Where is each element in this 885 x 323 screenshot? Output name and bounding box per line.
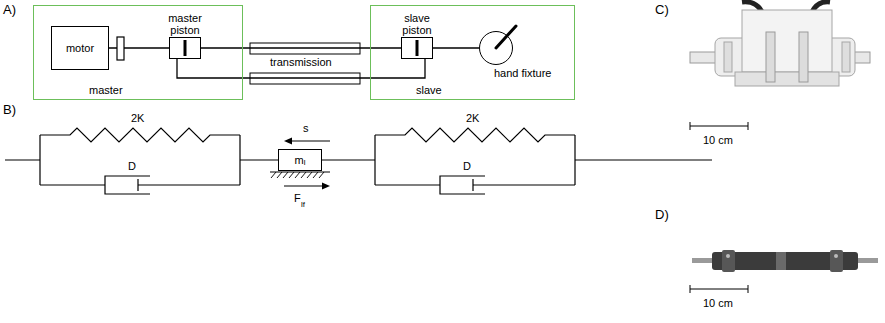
base-plate [735, 72, 839, 86]
module-label: master [89, 84, 123, 96]
cylinder-photo [692, 250, 878, 272]
arrow-head [322, 183, 330, 190]
piston-cylinder: master piston [169, 37, 201, 59]
mount-plate [742, 10, 832, 72]
lead-line [5, 159, 40, 160]
end-cap [830, 250, 843, 272]
module-label: slave [416, 84, 442, 96]
part-label: hand fixture [494, 67, 551, 79]
scale-bar [690, 285, 748, 293]
stiffness-label: 2K [131, 112, 144, 125]
piston-plate [416, 40, 419, 56]
transmission-tube [250, 43, 360, 54]
panel-letter: D) [655, 208, 669, 221]
device-photo [690, 2, 870, 86]
transmission-line [433, 47, 479, 48]
seam [776, 252, 786, 270]
piston-cylinder: slave piston [401, 37, 433, 59]
panel-letter: B) [3, 103, 16, 116]
scale-label: 10 cm [703, 134, 733, 147]
force-arrow [284, 185, 324, 186]
damping-label: D [128, 160, 136, 173]
spring-symbol [40, 128, 240, 142]
hand-fixture-wheel: hand fixture [479, 31, 513, 65]
displacement-label: s [303, 122, 309, 135]
motor-box: motor [51, 26, 109, 70]
load-mass-box: ml [278, 149, 322, 171]
master-module-frame: master motor master piston [33, 5, 243, 100]
ground-hatching [271, 172, 324, 178]
flange [842, 42, 850, 72]
part-label: master piston [161, 12, 209, 36]
flange [766, 32, 775, 82]
transmission-line [201, 47, 401, 48]
panel-letter: A) [3, 3, 16, 16]
fixture-handle [480, 32, 512, 64]
spring-symbol [375, 128, 575, 142]
bracket-line [40, 135, 240, 185]
end-cap [722, 250, 735, 272]
damper-symbol [40, 176, 240, 194]
scale-bar [690, 122, 748, 130]
flange [799, 32, 808, 82]
damping-label: D [463, 160, 471, 173]
scale-label: 10 cm [703, 297, 733, 310]
shaft-coupling [117, 37, 124, 60]
transmission-tube [250, 73, 360, 84]
lead-line [575, 159, 712, 160]
box-label: m [295, 154, 304, 166]
flange [724, 42, 732, 72]
port [726, 254, 730, 258]
part-label: transmission [270, 56, 332, 69]
force-label: F [294, 192, 301, 205]
slave-module-frame: slave slave piston hand fixture [370, 5, 575, 100]
port [834, 254, 838, 258]
force-subscript: lf [301, 198, 305, 211]
box-label: l [304, 158, 306, 167]
fixture-handle [496, 26, 516, 48]
part-label: slave piston [393, 12, 441, 36]
piston-rod [856, 258, 878, 263]
stiffness-label: 2K [466, 112, 479, 125]
panel-letter: C) [655, 3, 669, 16]
piston-rod [692, 258, 714, 263]
piston-plate [402, 38, 432, 58]
box-label: motor [66, 42, 94, 54]
displacement-arrow [290, 140, 330, 141]
damper-symbol [375, 176, 575, 194]
piston-plate [170, 38, 200, 58]
bracket-line [375, 135, 575, 185]
piston-plate [184, 40, 187, 56]
arrow-head [284, 138, 292, 145]
